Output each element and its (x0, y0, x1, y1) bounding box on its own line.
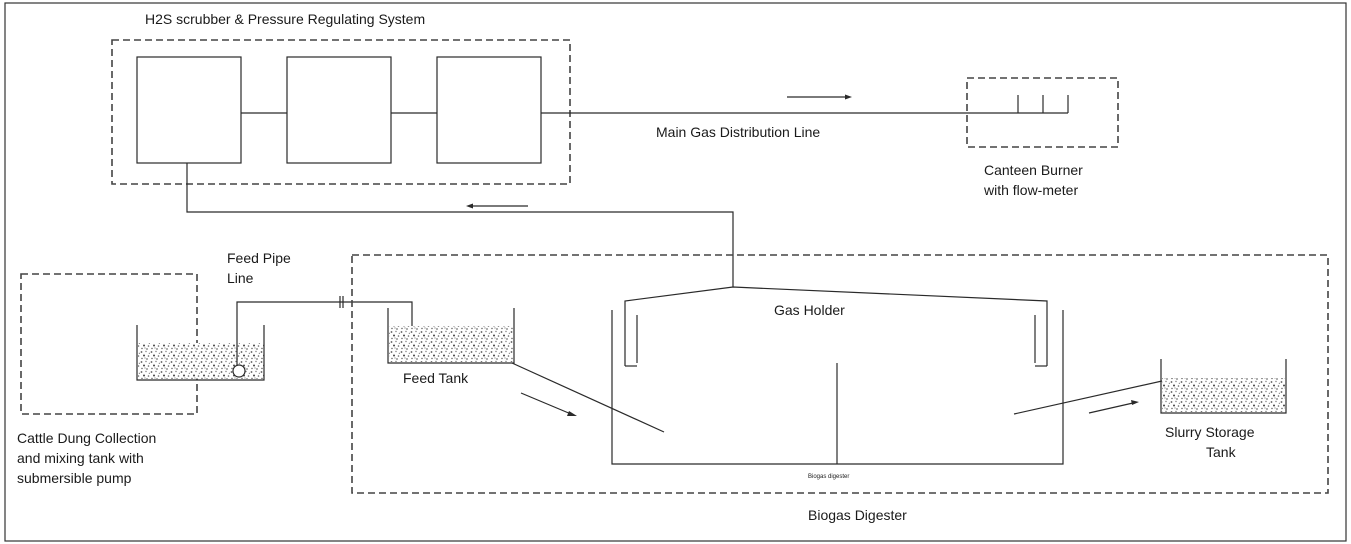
canteen-label-line2: with flow-meter (983, 182, 1078, 198)
feed-pipe-valve-icon (339, 296, 344, 308)
feed-pipe-label-line2: Line (227, 270, 254, 286)
scrubber-unit-1 (136, 56, 242, 164)
burner-nozzles-icon (1017, 95, 1069, 113)
flow-arrow-to-slurry-icon (1088, 400, 1139, 414)
submersible-pump-icon (232, 364, 246, 378)
slurry-label-line2: Tank (1206, 444, 1237, 460)
mixing-tank-slurry-fill (138, 343, 264, 379)
digester-dashed-boundary (351, 254, 1329, 494)
digester-small-label: Biogas digester (808, 474, 849, 480)
gas-return-pipe (186, 163, 734, 287)
outer-border (4, 2, 1347, 542)
feed-tank-outlet-pipe (511, 362, 665, 433)
feed-tank-label: Feed Tank (403, 370, 469, 386)
flow-arrow-left-icon (466, 203, 528, 209)
feed-pipe-label-line1: Feed Pipe (227, 250, 291, 266)
main-gas-line-label: Main Gas Distribution Line (656, 124, 820, 140)
dung-label-line1: Cattle Dung Collection (17, 430, 156, 446)
flow-arrow-right-icon (787, 94, 852, 100)
feed-tank (387, 308, 515, 364)
feed-pipe-line (236, 301, 413, 366)
scrubber-title: H2S scrubber & Pressure Regulating Syste… (145, 11, 425, 27)
slurry-label-line1: Slurry Storage (1165, 424, 1255, 440)
mixing-tank (136, 325, 265, 381)
gas-holder-dome (624, 286, 1048, 366)
slurry-storage-tank (1160, 359, 1287, 414)
canteen-label-line1: Canteen Burner (984, 162, 1083, 178)
scrubber-unit-2 (286, 56, 392, 164)
digester-outlet-pipe (1013, 380, 1163, 415)
scrubber-dashed-boundary (111, 39, 571, 185)
digester-section-label: Biogas Digester (808, 507, 907, 523)
slurry-tank-fill (1162, 378, 1285, 412)
scrubber-unit-3 (436, 56, 542, 164)
feed-tank-slurry-fill (389, 326, 513, 362)
dung-label-line2: and mixing tank with (17, 450, 144, 466)
flow-arrow-into-digester-icon (520, 392, 577, 416)
gas-holder-label: Gas Holder (774, 302, 845, 318)
dung-label-line3: submersible pump (17, 470, 132, 486)
